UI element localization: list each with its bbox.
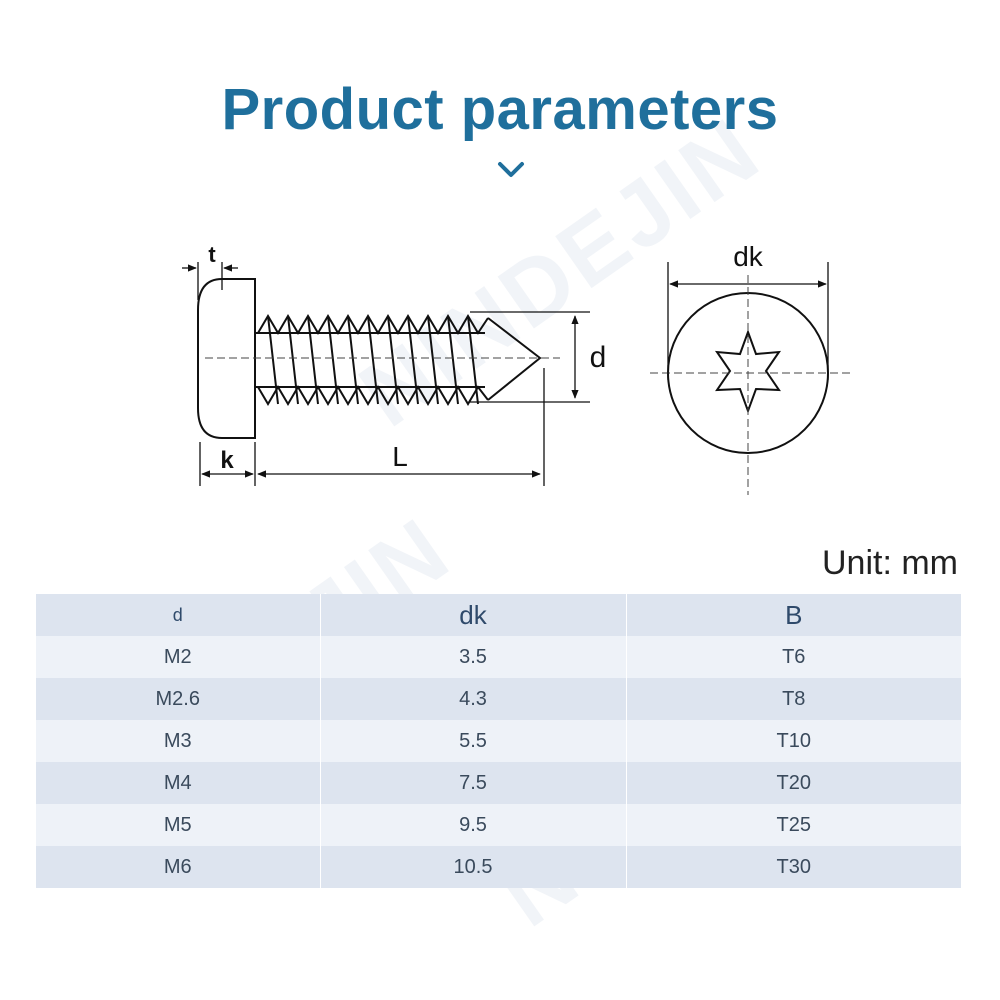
header-cell: dk (319, 594, 626, 636)
table-cell: 9.5 (319, 804, 626, 846)
table-cell: 3.5 (319, 636, 626, 678)
table-cell: M2.6 (36, 678, 320, 720)
table-cell: 7.5 (319, 762, 626, 804)
table-cell: 10.5 (319, 846, 626, 888)
table-cell: T30 (625, 846, 961, 888)
table-cell: T8 (625, 678, 961, 720)
table-cell: T25 (625, 804, 961, 846)
table-row: M5 9.5 T25 (36, 804, 961, 846)
unit-label: Unit: mm (822, 544, 958, 582)
header-cell: d (36, 594, 320, 636)
header-cell: B (625, 594, 961, 636)
table-cell: T10 (625, 720, 961, 762)
chevron-down-icon (498, 162, 524, 177)
table-row: M2.6 4.3 T8 (36, 678, 961, 720)
table-row: M2 3.5 T6 (36, 636, 961, 678)
table-cell: M6 (36, 846, 320, 888)
label-k: k (220, 447, 234, 474)
table-cell: M5 (36, 804, 320, 846)
parameters-table: d dk B M2 3.5 T6 M2.6 4.3 T8 M3 5.5 T10 … (36, 594, 961, 888)
page-title: Product parameters (221, 77, 779, 142)
table-row: M4 7.5 T20 (36, 762, 961, 804)
table-cell: 5.5 (319, 720, 626, 762)
table-cell: T6 (625, 636, 961, 678)
table-cell: M2 (36, 636, 320, 678)
screw-dimension-diagram: t k L d dk (182, 241, 850, 495)
table-cell: T20 (625, 762, 961, 804)
label-t: t (208, 242, 216, 267)
table-cell: M4 (36, 762, 320, 804)
table-header-row: d dk B (36, 594, 961, 636)
label-L: L (392, 441, 408, 472)
table-row: M3 5.5 T10 (36, 720, 961, 762)
label-dk: dk (733, 241, 764, 272)
table-cell: M3 (36, 720, 320, 762)
screw-top-view (650, 275, 850, 495)
table-cell: 4.3 (319, 678, 626, 720)
label-d: d (590, 341, 607, 374)
table-row: M6 10.5 T30 (36, 846, 961, 888)
